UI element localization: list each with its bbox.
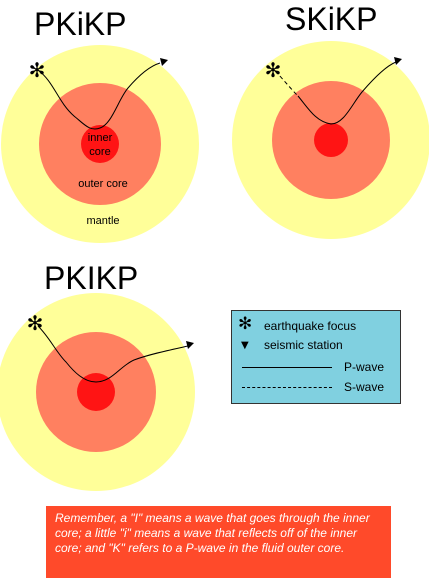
p-wave-ray — [37, 62, 161, 130]
seismic-station-icon — [186, 341, 194, 349]
asterisk-icon: ✻ — [238, 314, 253, 334]
p-wave-line-sample — [242, 367, 332, 368]
legend-p-wave-label: P-wave — [344, 360, 385, 374]
diagram-pkikp-reflect: ✻ inner core outer core mantle — [1, 45, 199, 243]
p-wave-ray — [297, 61, 397, 125]
legend-focus-label: earthquake focus — [264, 319, 357, 333]
legend-s-wave-label: S-wave — [344, 380, 385, 394]
title-pkikp-reflect: PKiKP — [34, 6, 127, 42]
s-wave-line-sample — [242, 387, 332, 388]
outer-core-label: outer core — [78, 178, 128, 190]
triangle-down-icon: ▼ — [241, 340, 249, 351]
inner-core-layer — [81, 125, 119, 163]
earthquake-focus-icon: ✻ — [27, 313, 44, 335]
title-pkikp-through: PKIKP — [44, 260, 139, 296]
mantle-label: mantle — [86, 215, 119, 227]
seismic-station-icon — [160, 58, 168, 66]
inner-core-label-line1: inner — [88, 132, 113, 144]
diagram-skikp: ✻ — [232, 41, 429, 239]
explanation-note: Remember, a "I" means a wave that goes t… — [46, 506, 391, 578]
inner-core-layer — [314, 123, 348, 157]
s-wave-ray — [274, 70, 299, 97]
legend: ✻ earthquake focus ▼ seismic station P-w… — [231, 310, 401, 404]
seismic-station-icon — [394, 57, 402, 65]
inner-core-label-line2: core — [89, 146, 110, 158]
diagram-pkikp-through: ✻ — [0, 293, 195, 491]
title-skikp: SKiKP — [285, 1, 378, 37]
earthquake-focus-icon: ✻ — [29, 60, 46, 82]
earthquake-focus-icon: ✻ — [265, 60, 282, 82]
legend-station-label: seismic station — [264, 338, 343, 352]
p-wave-ray — [37, 325, 189, 383]
inner-core-layer — [77, 373, 115, 411]
